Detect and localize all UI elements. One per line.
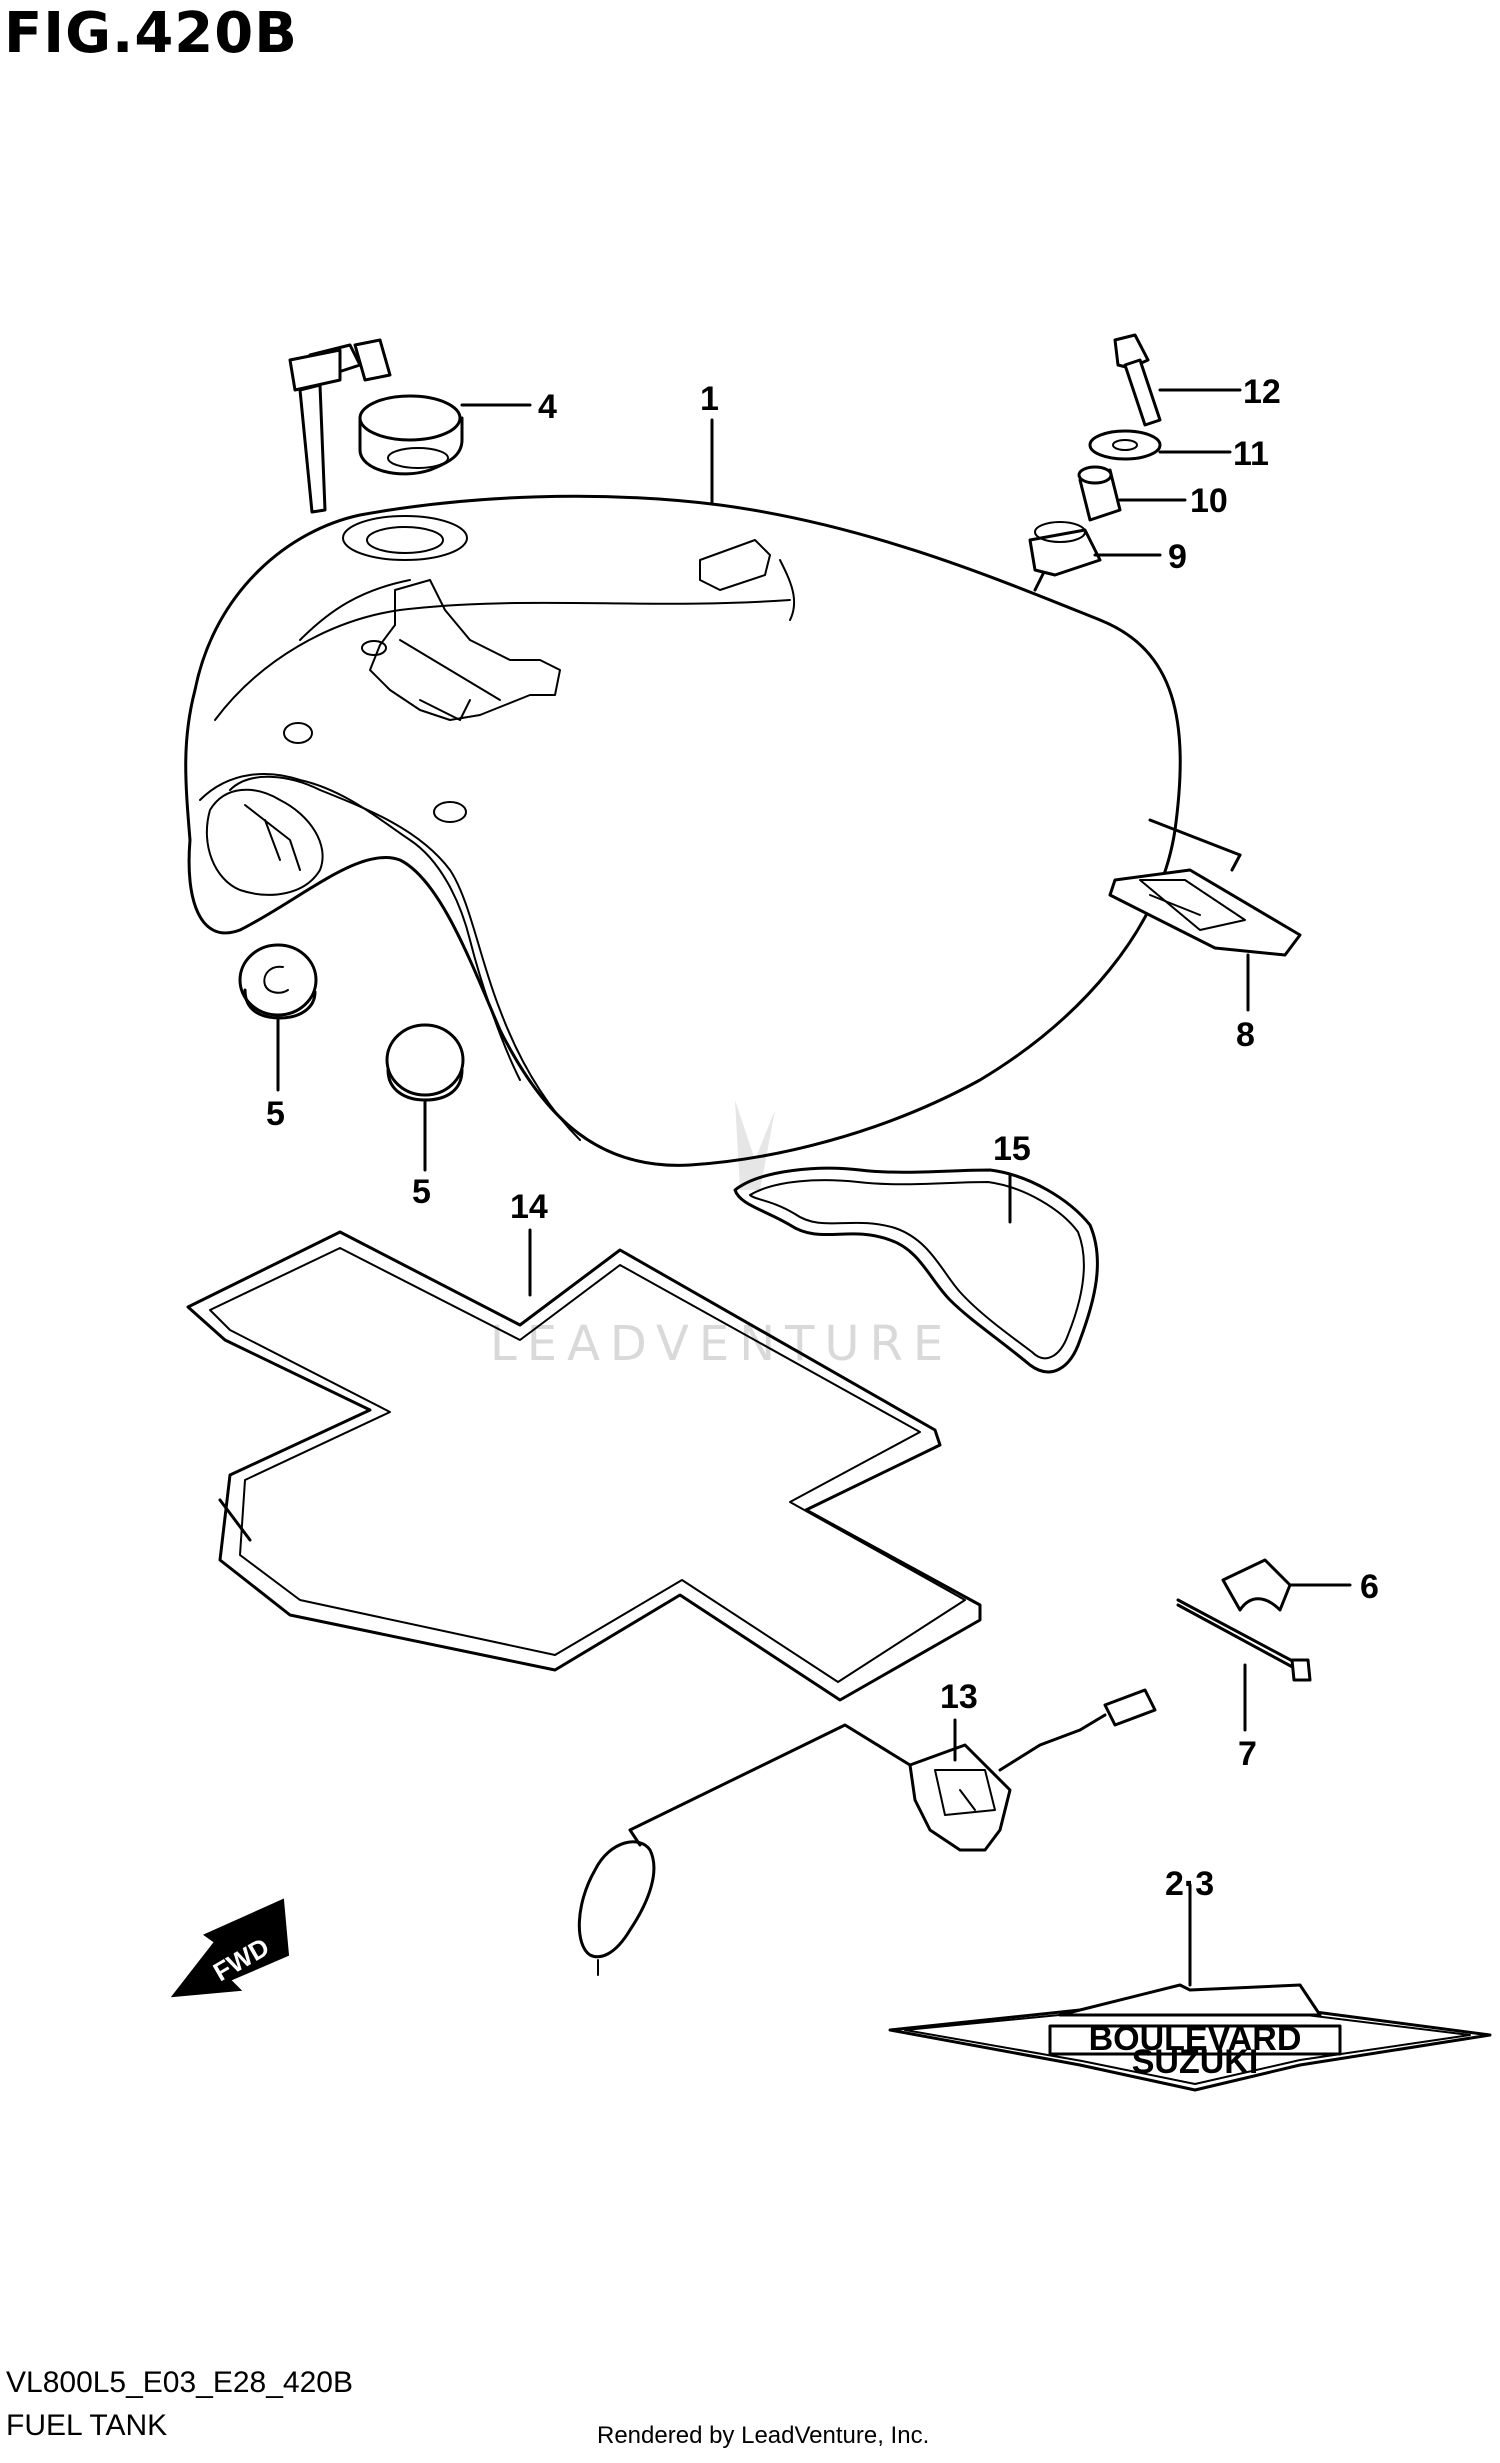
callout-4: 4 <box>538 388 557 426</box>
watermark: LEADVENTURE <box>490 1100 953 1372</box>
emblem-sub: SUZUKI <box>1132 2043 1259 2081</box>
rendered-by: Rendered by LeadVenture, Inc. <box>597 2422 930 2449</box>
callout-13: 13 <box>940 1678 978 1716</box>
washer[interactable] <box>1088 429 1232 461</box>
seal-15[interactable] <box>733 1166 1099 1374</box>
hose-clamp[interactable] <box>1221 1558 1352 1612</box>
fwd-arrow: FWD <box>170 1898 290 1998</box>
emblem-brand: BOULEVARD <box>1089 2020 1302 2058</box>
plug-cap-rear[interactable] <box>385 1023 465 1172</box>
callout-15: 15 <box>993 1130 1031 1168</box>
cushion[interactable] <box>1028 521 1162 577</box>
watermark-text: LEADVENTURE <box>490 1316 953 1372</box>
callout-14: 14 <box>510 1188 548 1226</box>
diagram-name: FUEL TANK <box>6 2409 168 2442</box>
callout-8: 8 <box>1236 1016 1255 1054</box>
callout-11: 11 <box>1233 435 1269 473</box>
fuel-tank[interactable] <box>184 418 1182 1167</box>
rear-cushion[interactable] <box>1108 818 1302 1012</box>
figure-title: FIG.420B <box>4 1 298 66</box>
callout-1: 1 <box>700 380 719 418</box>
plug-cap-front[interactable] <box>238 943 318 1092</box>
diagram-code: VL800L5_E03_E28_420B <box>6 2366 353 2399</box>
cable-tie[interactable] <box>1176 1598 1312 1732</box>
callout-9: 9 <box>1168 538 1187 576</box>
callout-6: 6 <box>1360 1568 1379 1606</box>
callout-5a: 5 <box>266 1095 285 1133</box>
callout-2-3: 2·3 <box>1165 1865 1214 1903</box>
callout-7: 7 <box>1238 1735 1257 1773</box>
callout-10: 10 <box>1190 482 1228 520</box>
callout-5b: 5 <box>412 1173 431 1211</box>
emblem[interactable]: BOULEVARD SUZUKI <box>888 1883 1492 2092</box>
fuel-level-gauge[interactable] <box>577 1688 1157 1976</box>
collar[interactable] <box>1077 465 1187 522</box>
fuel-cap[interactable] <box>288 338 532 514</box>
mounting-bolt[interactable] <box>1113 333 1242 427</box>
seal-14[interactable] <box>186 1228 982 1702</box>
callout-12: 12 <box>1243 373 1281 411</box>
